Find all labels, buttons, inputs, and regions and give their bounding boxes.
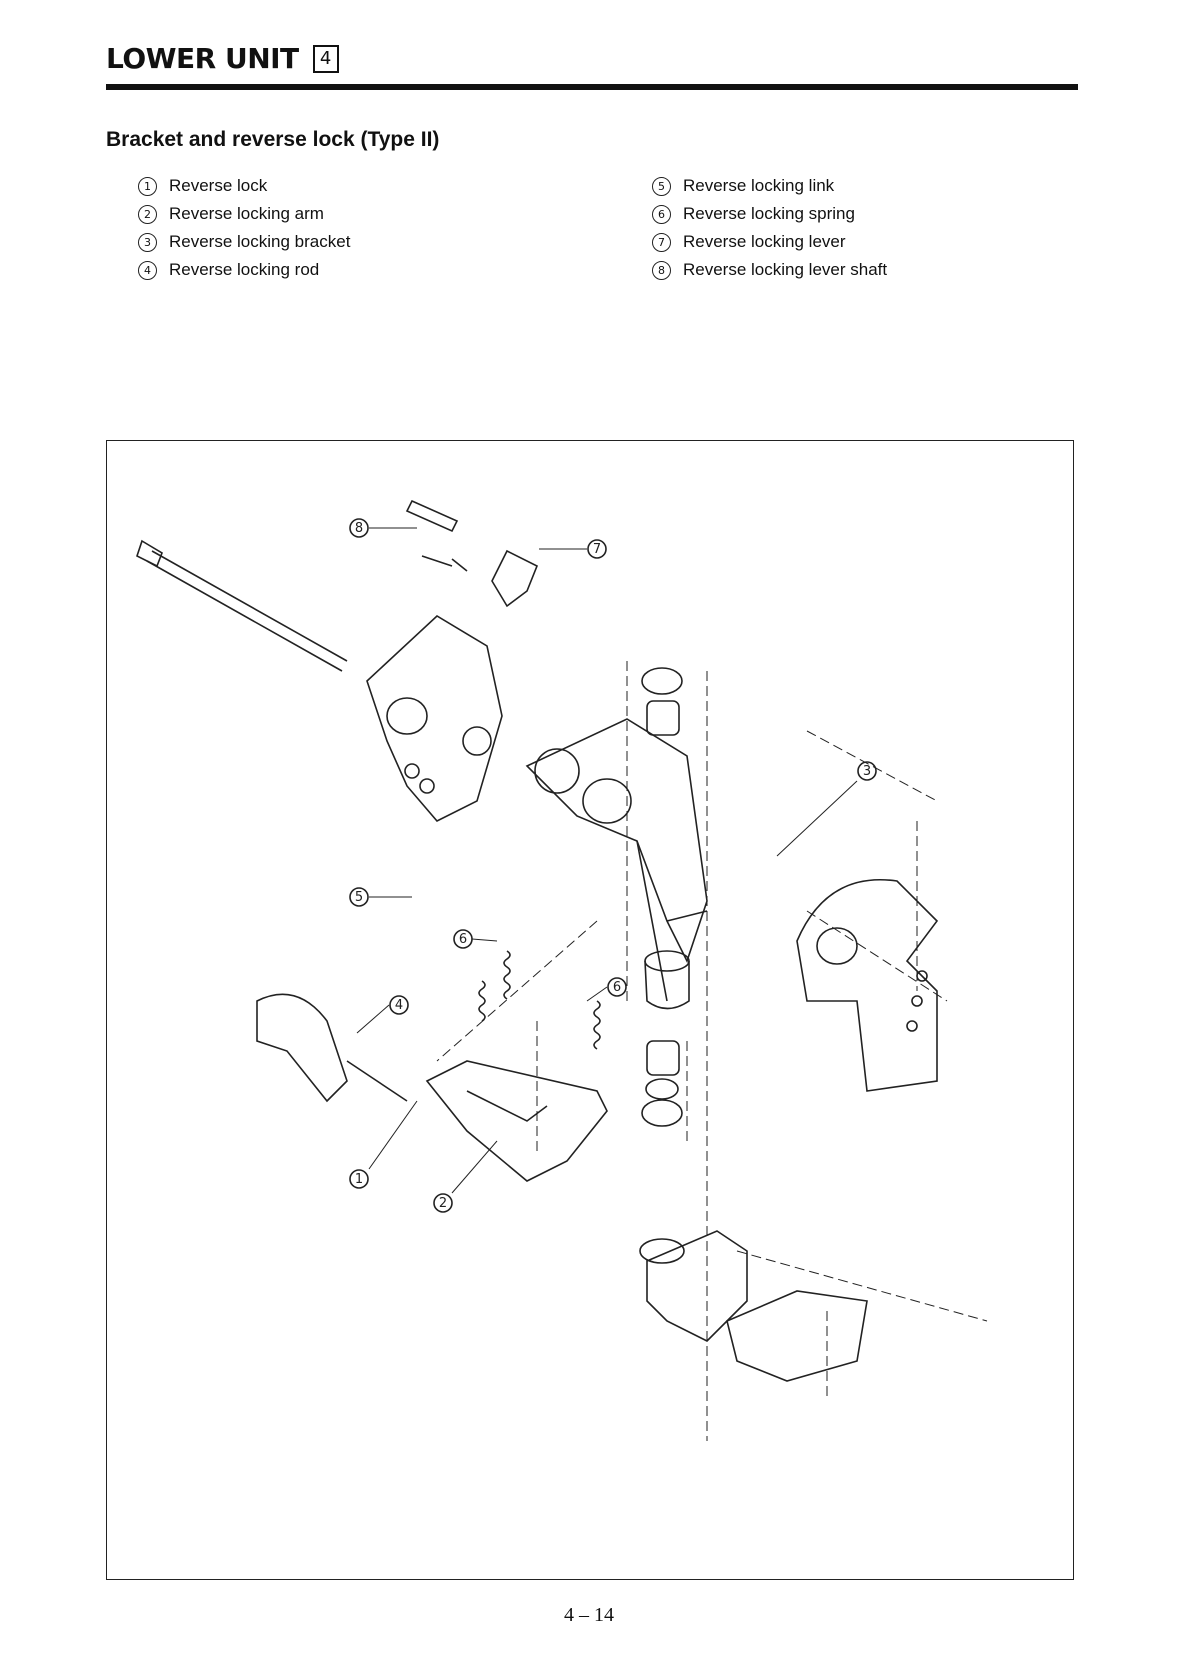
legend-label: Reverse lock (169, 176, 267, 196)
legend-item: 4 Reverse locking rod (138, 256, 350, 284)
tilt-rod-drawing (137, 541, 347, 671)
legend-item: 8 Reverse locking lever shaft (652, 256, 887, 284)
callout-3: 3 (858, 762, 876, 780)
legend-label: Reverse locking lever (683, 232, 846, 252)
exploded-diagram: 8 7 3 5 6 6 4 1 2 (107, 441, 1073, 1579)
callout-6: 6 (454, 930, 472, 948)
callout-number: 4 (138, 261, 157, 280)
page-header: LOWER UNIT 4 (106, 42, 1078, 75)
callout-5: 5 (350, 888, 368, 906)
legend-label: Reverse locking arm (169, 204, 324, 224)
callout-number: 2 (138, 205, 157, 224)
legend-item: 7 Reverse locking lever (652, 228, 887, 256)
section-title: Bracket and reverse lock (Type II) (106, 128, 439, 152)
legend-item: 5 Reverse locking link (652, 172, 887, 200)
clamp-bracket-right-drawing (797, 880, 937, 1091)
callout-number: 1 (138, 177, 157, 196)
svg-text:8: 8 (355, 521, 363, 536)
svg-text:5: 5 (355, 890, 363, 905)
callout-number: 8 (652, 261, 671, 280)
callout-leaders (357, 528, 857, 1193)
legend-label: Reverse locking lever shaft (683, 260, 887, 280)
exploded-diagram-frame: 8 7 3 5 6 6 4 1 2 (106, 440, 1074, 1580)
legend-label: Reverse locking spring (683, 204, 855, 224)
callout-7: 7 (588, 540, 606, 558)
callout-4: 4 (390, 996, 408, 1014)
legend-item: 2 Reverse locking arm (138, 200, 350, 228)
swivel-bracket-drawing (527, 719, 707, 1009)
legend-item: 1 Reverse lock (138, 172, 350, 200)
svg-text:4: 4 (395, 998, 403, 1013)
legend-label: Reverse locking rod (169, 260, 319, 280)
callout-number: 7 (652, 233, 671, 252)
header-rule (106, 84, 1078, 90)
assembly-lines (437, 661, 987, 1441)
callout-8: 8 (350, 519, 368, 537)
page-title: LOWER UNIT (106, 42, 299, 75)
svg-text:1: 1 (355, 1172, 363, 1187)
callout-number: 3 (138, 233, 157, 252)
reverse-locking-lever-drawing (407, 501, 537, 606)
stopper-block-drawing (640, 1231, 867, 1381)
reverse-lock-drawing (257, 994, 607, 1181)
svg-text:7: 7 (593, 542, 601, 557)
legend-label: Reverse locking link (683, 176, 834, 196)
callout-1: 1 (350, 1170, 368, 1188)
svg-text:3: 3 (863, 764, 871, 779)
svg-text:6: 6 (613, 980, 621, 995)
chapter-number-box: 4 (313, 45, 339, 73)
callout-number: 5 (652, 177, 671, 196)
page-number: 4 – 14 (0, 1604, 1178, 1627)
legend-label: Reverse locking bracket (169, 232, 350, 252)
springs-drawing (479, 951, 600, 1049)
legend-item: 6 Reverse locking spring (652, 200, 887, 228)
svg-text:6: 6 (459, 932, 467, 947)
clamp-bracket-left-drawing (367, 616, 502, 821)
legend-item: 3 Reverse locking bracket (138, 228, 350, 256)
legend-column-right: 5 Reverse locking link 6 Reverse locking s… (652, 172, 887, 284)
callout-6: 6 (608, 978, 626, 996)
svg-text:2: 2 (439, 1196, 447, 1211)
callout-number: 6 (652, 205, 671, 224)
callout-2: 2 (434, 1194, 452, 1212)
